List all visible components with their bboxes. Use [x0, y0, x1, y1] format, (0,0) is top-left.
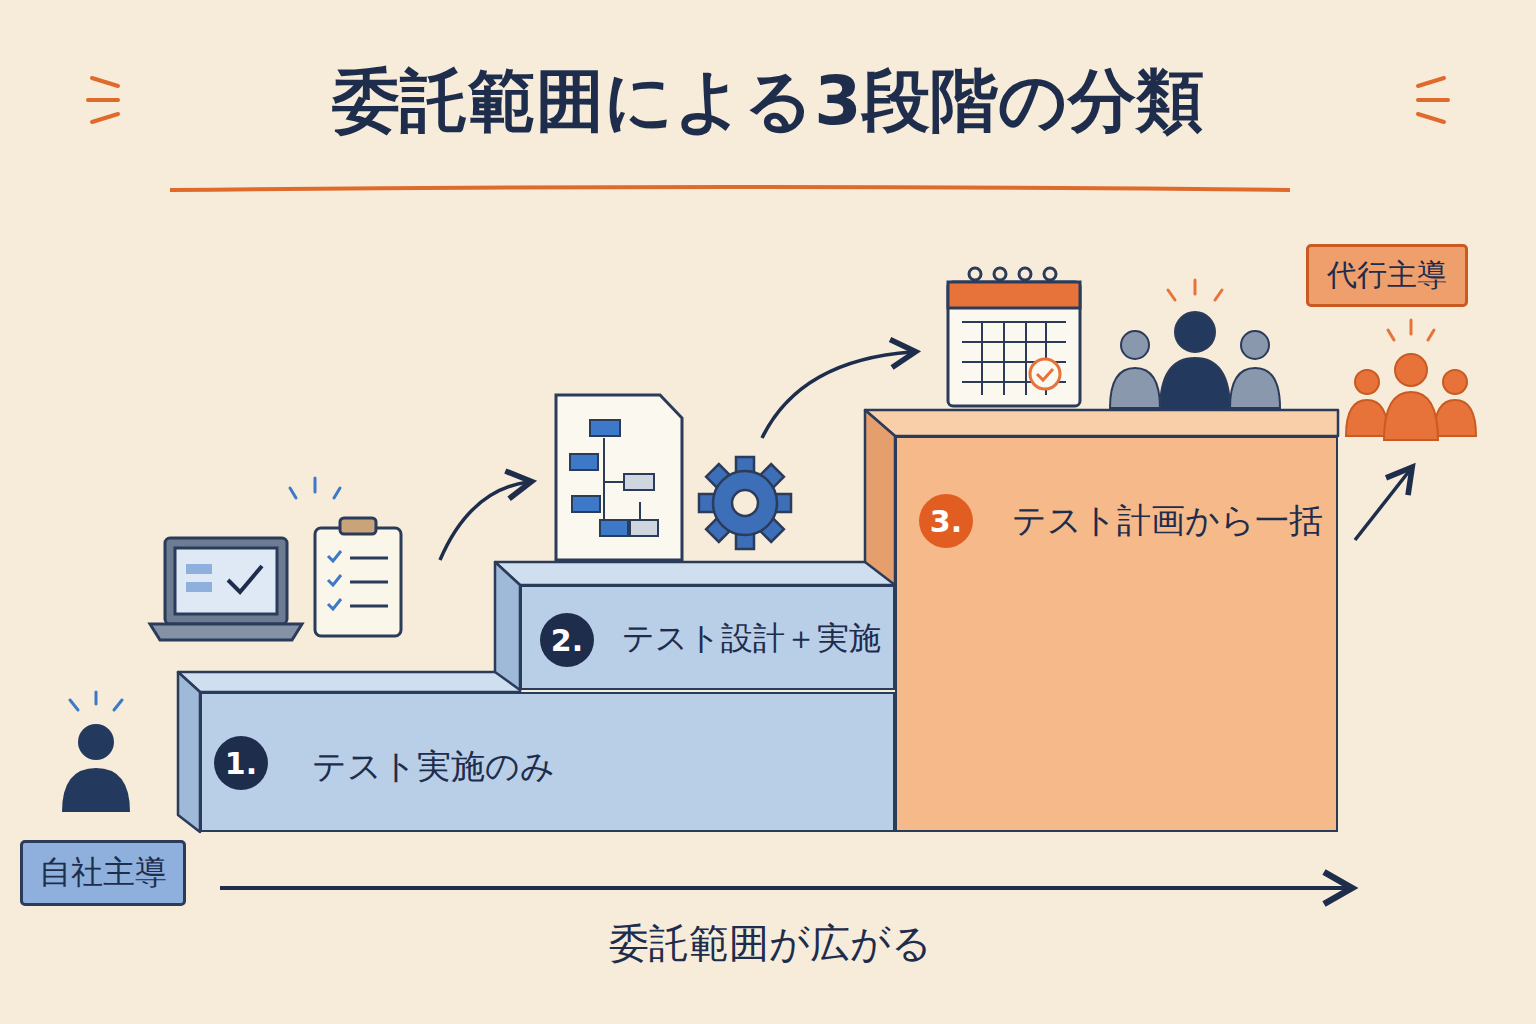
step-number-text: 1. — [225, 746, 257, 781]
step-number-text: 2. — [551, 623, 583, 658]
step-block: テスト計画から一括 3. — [895, 436, 1338, 832]
step-block: テスト設計＋実施 2. — [520, 585, 895, 690]
step-arrow — [762, 352, 912, 438]
step-block: テスト実施のみ 1. — [200, 692, 895, 832]
step-number: 2. — [540, 613, 594, 667]
step-number: 3. — [919, 494, 973, 548]
flowchart-doc-icon — [556, 395, 682, 560]
step3-top — [865, 410, 1338, 436]
node-label: テスト計画から一括 — [1012, 498, 1323, 544]
step-number-text: 3. — [930, 504, 962, 539]
lead-box: 自社主導 — [20, 840, 186, 906]
clipboard-icon — [290, 478, 401, 636]
node-label: テスト設計＋実施 — [622, 617, 881, 661]
title-underline — [170, 187, 1290, 190]
gear-icon — [699, 457, 791, 549]
step2-top — [495, 562, 895, 585]
team-icon — [1110, 280, 1280, 410]
agency-team-icon — [1346, 320, 1476, 440]
person-icon — [62, 692, 130, 812]
node-label: 代行主導 — [1327, 255, 1447, 296]
scope-arrow — [220, 886, 1348, 890]
title: 委託範囲による3段階の分類 — [332, 56, 1203, 147]
step2-side — [495, 562, 520, 690]
step-arrow — [1355, 470, 1410, 540]
step1-top — [178, 672, 520, 692]
step3-side — [865, 410, 895, 585]
calendar-icon — [948, 268, 1080, 406]
laptop-icon — [150, 538, 302, 640]
node-label: 自社主導 — [39, 851, 167, 895]
step1-side — [178, 672, 200, 832]
step-number: 1. — [214, 736, 268, 790]
lead-box: 代行主導 — [1306, 244, 1468, 307]
node-label: テスト実施のみ — [312, 744, 555, 790]
axis-label: 委託範囲が広がる — [609, 916, 932, 971]
step-arrow — [440, 482, 528, 560]
